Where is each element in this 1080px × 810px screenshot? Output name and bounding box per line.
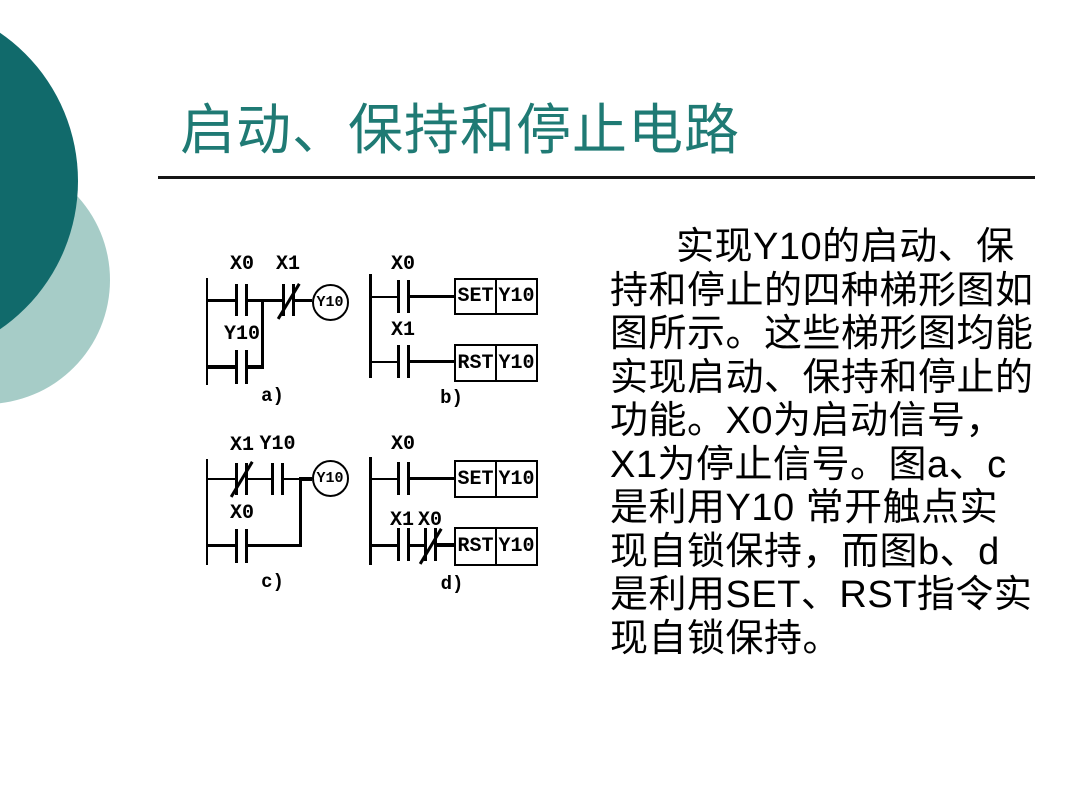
contact-label: Y10 (223, 323, 260, 346)
diagram-caption-a: a) (261, 385, 284, 407)
wire (409, 294, 454, 298)
set-instruction-box: SET Y10 (454, 278, 538, 315)
slide-title: 启动、保持和停止电路 (180, 100, 741, 161)
instruction-mnemonic: SET (456, 280, 497, 313)
wire (371, 477, 397, 480)
no-contact-x0 (235, 528, 248, 563)
wire (371, 544, 397, 547)
instruction-mnemonic: RST (456, 346, 497, 380)
body-text-line: 是利用Y10 常开触点实 (610, 487, 999, 529)
body-text-line: 实现启动、保持和停止的 (610, 356, 1034, 399)
coil-label: Y10 (316, 293, 344, 311)
instruction-operand: Y10 (498, 351, 535, 375)
power-rail (369, 457, 372, 565)
wire (294, 299, 312, 302)
wire (248, 543, 302, 547)
wire (206, 477, 235, 480)
wire (248, 477, 271, 480)
wire (206, 365, 235, 369)
branch-junction-wire (299, 477, 302, 547)
body-text-line: 现自锁保持。 (610, 617, 842, 660)
contact-label: X0 (390, 253, 415, 276)
contact-label: X0 (417, 509, 442, 532)
wire (371, 295, 397, 298)
body-text-line: 现自锁保持，而图b、d (610, 530, 1000, 573)
coil-y10: Y10 (311, 283, 349, 321)
instruction-mnemonic: RST (456, 529, 497, 564)
contact-label: X1 (229, 434, 254, 457)
instruction-operand: Y10 (498, 285, 535, 308)
body-text-line: 持和停止的四种梯形图如 (610, 269, 1034, 312)
diagram-caption-d: d) (440, 573, 464, 595)
contact-label: X0 (229, 502, 254, 525)
instruction-operand: Y10 (498, 467, 535, 491)
no-contact-x1 (396, 345, 410, 378)
power-rail (205, 459, 208, 565)
body-text: 实现Y10的启动、保 持和停止的四种梯形图如 图所示。这些梯形图均能 实现启动、… (610, 226, 1058, 661)
branch-junction-wire (261, 299, 264, 369)
body-text-line: 实现Y10的启动、保 (676, 226, 1015, 268)
ladder-figure: X0 X1 Y10 Y10 a) X0 SET Y10 X1 RST Y10 b… (195, 240, 560, 610)
instruction-operand: Y10 (498, 535, 535, 558)
wire (299, 477, 312, 481)
contact-label: X1 (275, 253, 300, 276)
wire (206, 543, 235, 547)
wire (206, 299, 235, 302)
wire (409, 544, 424, 547)
set-instruction-box: SET Y10 (454, 460, 538, 498)
body-text-line: 图所示。这些梯形图均能 (610, 313, 1034, 355)
coil-label: Y10 (316, 469, 344, 487)
wire (371, 360, 397, 363)
contact-label: X1 (389, 509, 414, 532)
no-contact-y10 (235, 350, 248, 384)
no-contact-x1 (396, 528, 410, 561)
wire (409, 359, 454, 363)
diagram-caption-b: b) (440, 387, 463, 409)
no-contact-x0 (396, 280, 410, 313)
contact-label: X1 (390, 319, 415, 342)
power-rail (369, 274, 372, 378)
no-contact-x0 (235, 284, 248, 316)
contact-label: Y10 (259, 433, 296, 456)
rst-instruction-box: RST Y10 (454, 527, 538, 566)
diagram-caption-c: c) (261, 571, 284, 593)
title-underline (158, 176, 1035, 179)
contact-label: X0 (390, 433, 415, 456)
wire (283, 477, 300, 480)
wire (248, 299, 282, 302)
wire (248, 365, 264, 369)
body-text-line: 功能。X0为启动信号， (610, 400, 1004, 442)
wire (436, 543, 454, 547)
no-contact-y10 (270, 462, 284, 495)
wire (409, 476, 454, 480)
contact-label: X0 (229, 253, 254, 276)
body-text-line: 是利用SET、RST指令实 (610, 574, 1033, 616)
coil-y10: Y10 (311, 459, 349, 497)
rst-instruction-box: RST Y10 (454, 344, 538, 382)
no-contact-x0 (396, 462, 410, 495)
power-rail (205, 278, 208, 385)
instruction-mnemonic: SET (456, 462, 497, 496)
body-text-line: X1为停止信号。图a、c (610, 443, 1007, 486)
nc-contact-x0 (423, 528, 437, 561)
nc-contact-x1 (235, 462, 248, 495)
nc-contact-x1 (281, 284, 295, 316)
